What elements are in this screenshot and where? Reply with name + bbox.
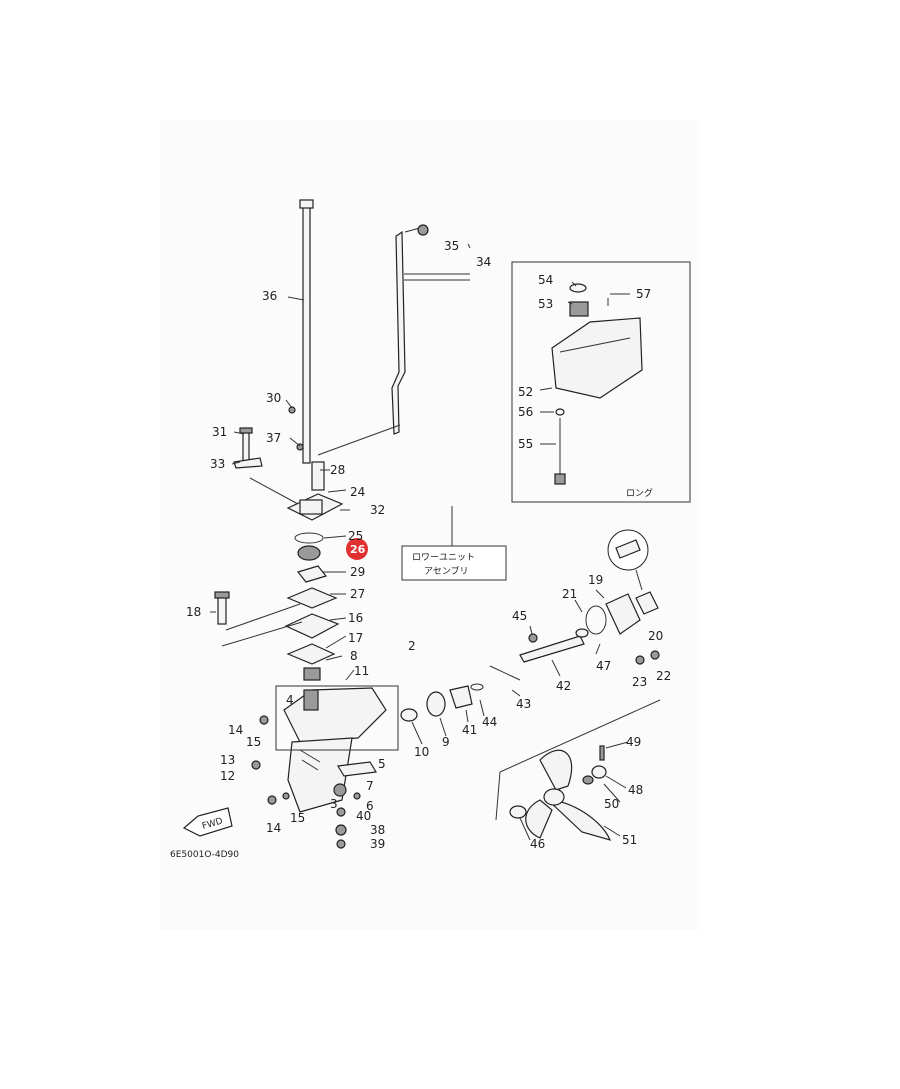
shift-rod-joint: [417, 224, 429, 236]
inset-caption: ロング: [626, 487, 653, 499]
part-label-20: 20: [648, 629, 663, 643]
part-label-7: 7: [366, 779, 374, 793]
water-pump-stack: [284, 493, 344, 681]
drawing-code: 6E5001O-4D90: [170, 850, 239, 860]
part-label-57: 57: [636, 287, 651, 301]
part-label-43: 43: [516, 697, 531, 711]
part-label-4: 4: [286, 693, 294, 707]
part-label-30: 30: [266, 391, 281, 405]
part-label-32: 32: [370, 503, 385, 517]
part-label-29: 29: [350, 565, 365, 579]
part-label-17: 17: [348, 631, 363, 645]
part-label-44: 44: [482, 715, 497, 729]
part-label-51: 51: [622, 833, 637, 847]
part-label-49: 49: [626, 735, 641, 749]
inset-box: [511, 261, 691, 503]
part-label-53: 53: [538, 297, 553, 311]
part-label-23: 23: [632, 675, 647, 689]
part-label-10: 10: [414, 745, 429, 759]
part-label-36: 36: [262, 289, 277, 303]
part-label-2: 2: [408, 639, 416, 653]
part-label-12: 12: [220, 769, 235, 783]
part-label-47: 47: [596, 659, 611, 673]
part-label-55: 55: [518, 437, 533, 451]
part-label-3: 3: [330, 797, 338, 811]
shift-rod: [391, 230, 406, 435]
part-label-21: 21: [562, 587, 577, 601]
fwd-arrow: [182, 807, 233, 837]
part-label-34: 34: [476, 255, 491, 269]
part-label-14a: 14: [228, 723, 243, 737]
part-label-19: 19: [588, 573, 603, 587]
part-label-45: 45: [512, 609, 527, 623]
part-label-16: 16: [348, 611, 363, 625]
part-label-50: 50: [604, 797, 619, 811]
part-label-18: 18: [186, 605, 201, 619]
part-label-9: 9: [442, 735, 450, 749]
bolt-18: [214, 591, 303, 647]
part-label-15a: 15: [246, 735, 261, 749]
part-label-28: 28: [330, 463, 345, 477]
callout-line-2: アセンブリ: [424, 565, 469, 577]
part-label-41: 41: [462, 723, 477, 737]
part-label-5: 5: [378, 757, 386, 771]
part-label-25: 25: [348, 529, 363, 543]
diagram-background: [160, 120, 700, 930]
part-label-22: 22: [656, 669, 671, 683]
part-label-52: 52: [518, 385, 533, 399]
part-label-46: 46: [530, 837, 545, 851]
leader-lines: [210, 243, 630, 841]
long-housing-inset: [551, 283, 643, 485]
part-label-37: 37: [266, 431, 281, 445]
part-label-14b: 14: [266, 821, 281, 835]
part-label-26-highlighted[interactable]: 26: [350, 543, 366, 556]
part-label-13: 13: [220, 753, 235, 767]
part-label-33: 33: [210, 457, 225, 471]
propeller: [509, 745, 612, 841]
part-label-27: 27: [350, 587, 365, 601]
propeller-shaft-group: [400, 591, 660, 722]
part-label-42: 42: [556, 679, 571, 693]
part-label-56: 56: [518, 405, 533, 419]
part-label-40: 40: [356, 809, 371, 823]
part-label-31: 31: [212, 425, 227, 439]
part-label-8: 8: [350, 649, 358, 663]
part-label-38: 38: [370, 823, 385, 837]
part-label-24: 24: [350, 485, 365, 499]
part-label-48: 48: [628, 783, 643, 797]
drive-shaft: [299, 199, 314, 464]
part-label-35: 35: [444, 239, 459, 253]
part-labels: 2 3 4 5 6 7 8 9 10 11 12 13 14 14 15 15 …: [186, 239, 671, 851]
water-tube-grommet: [311, 461, 325, 491]
assembly-callout: [401, 506, 507, 581]
part-label-6: 6: [366, 799, 374, 813]
callout-line-1: ロワーユニット: [412, 553, 475, 563]
highlight-marker[interactable]: [346, 538, 368, 560]
part-label-54: 54: [538, 273, 553, 287]
part-label-11: 11: [354, 664, 369, 678]
bolt-31: [233, 427, 263, 469]
casing-group-box: [275, 685, 399, 751]
part-label-15b: 15: [290, 811, 305, 825]
part-label-39: 39: [370, 837, 385, 851]
